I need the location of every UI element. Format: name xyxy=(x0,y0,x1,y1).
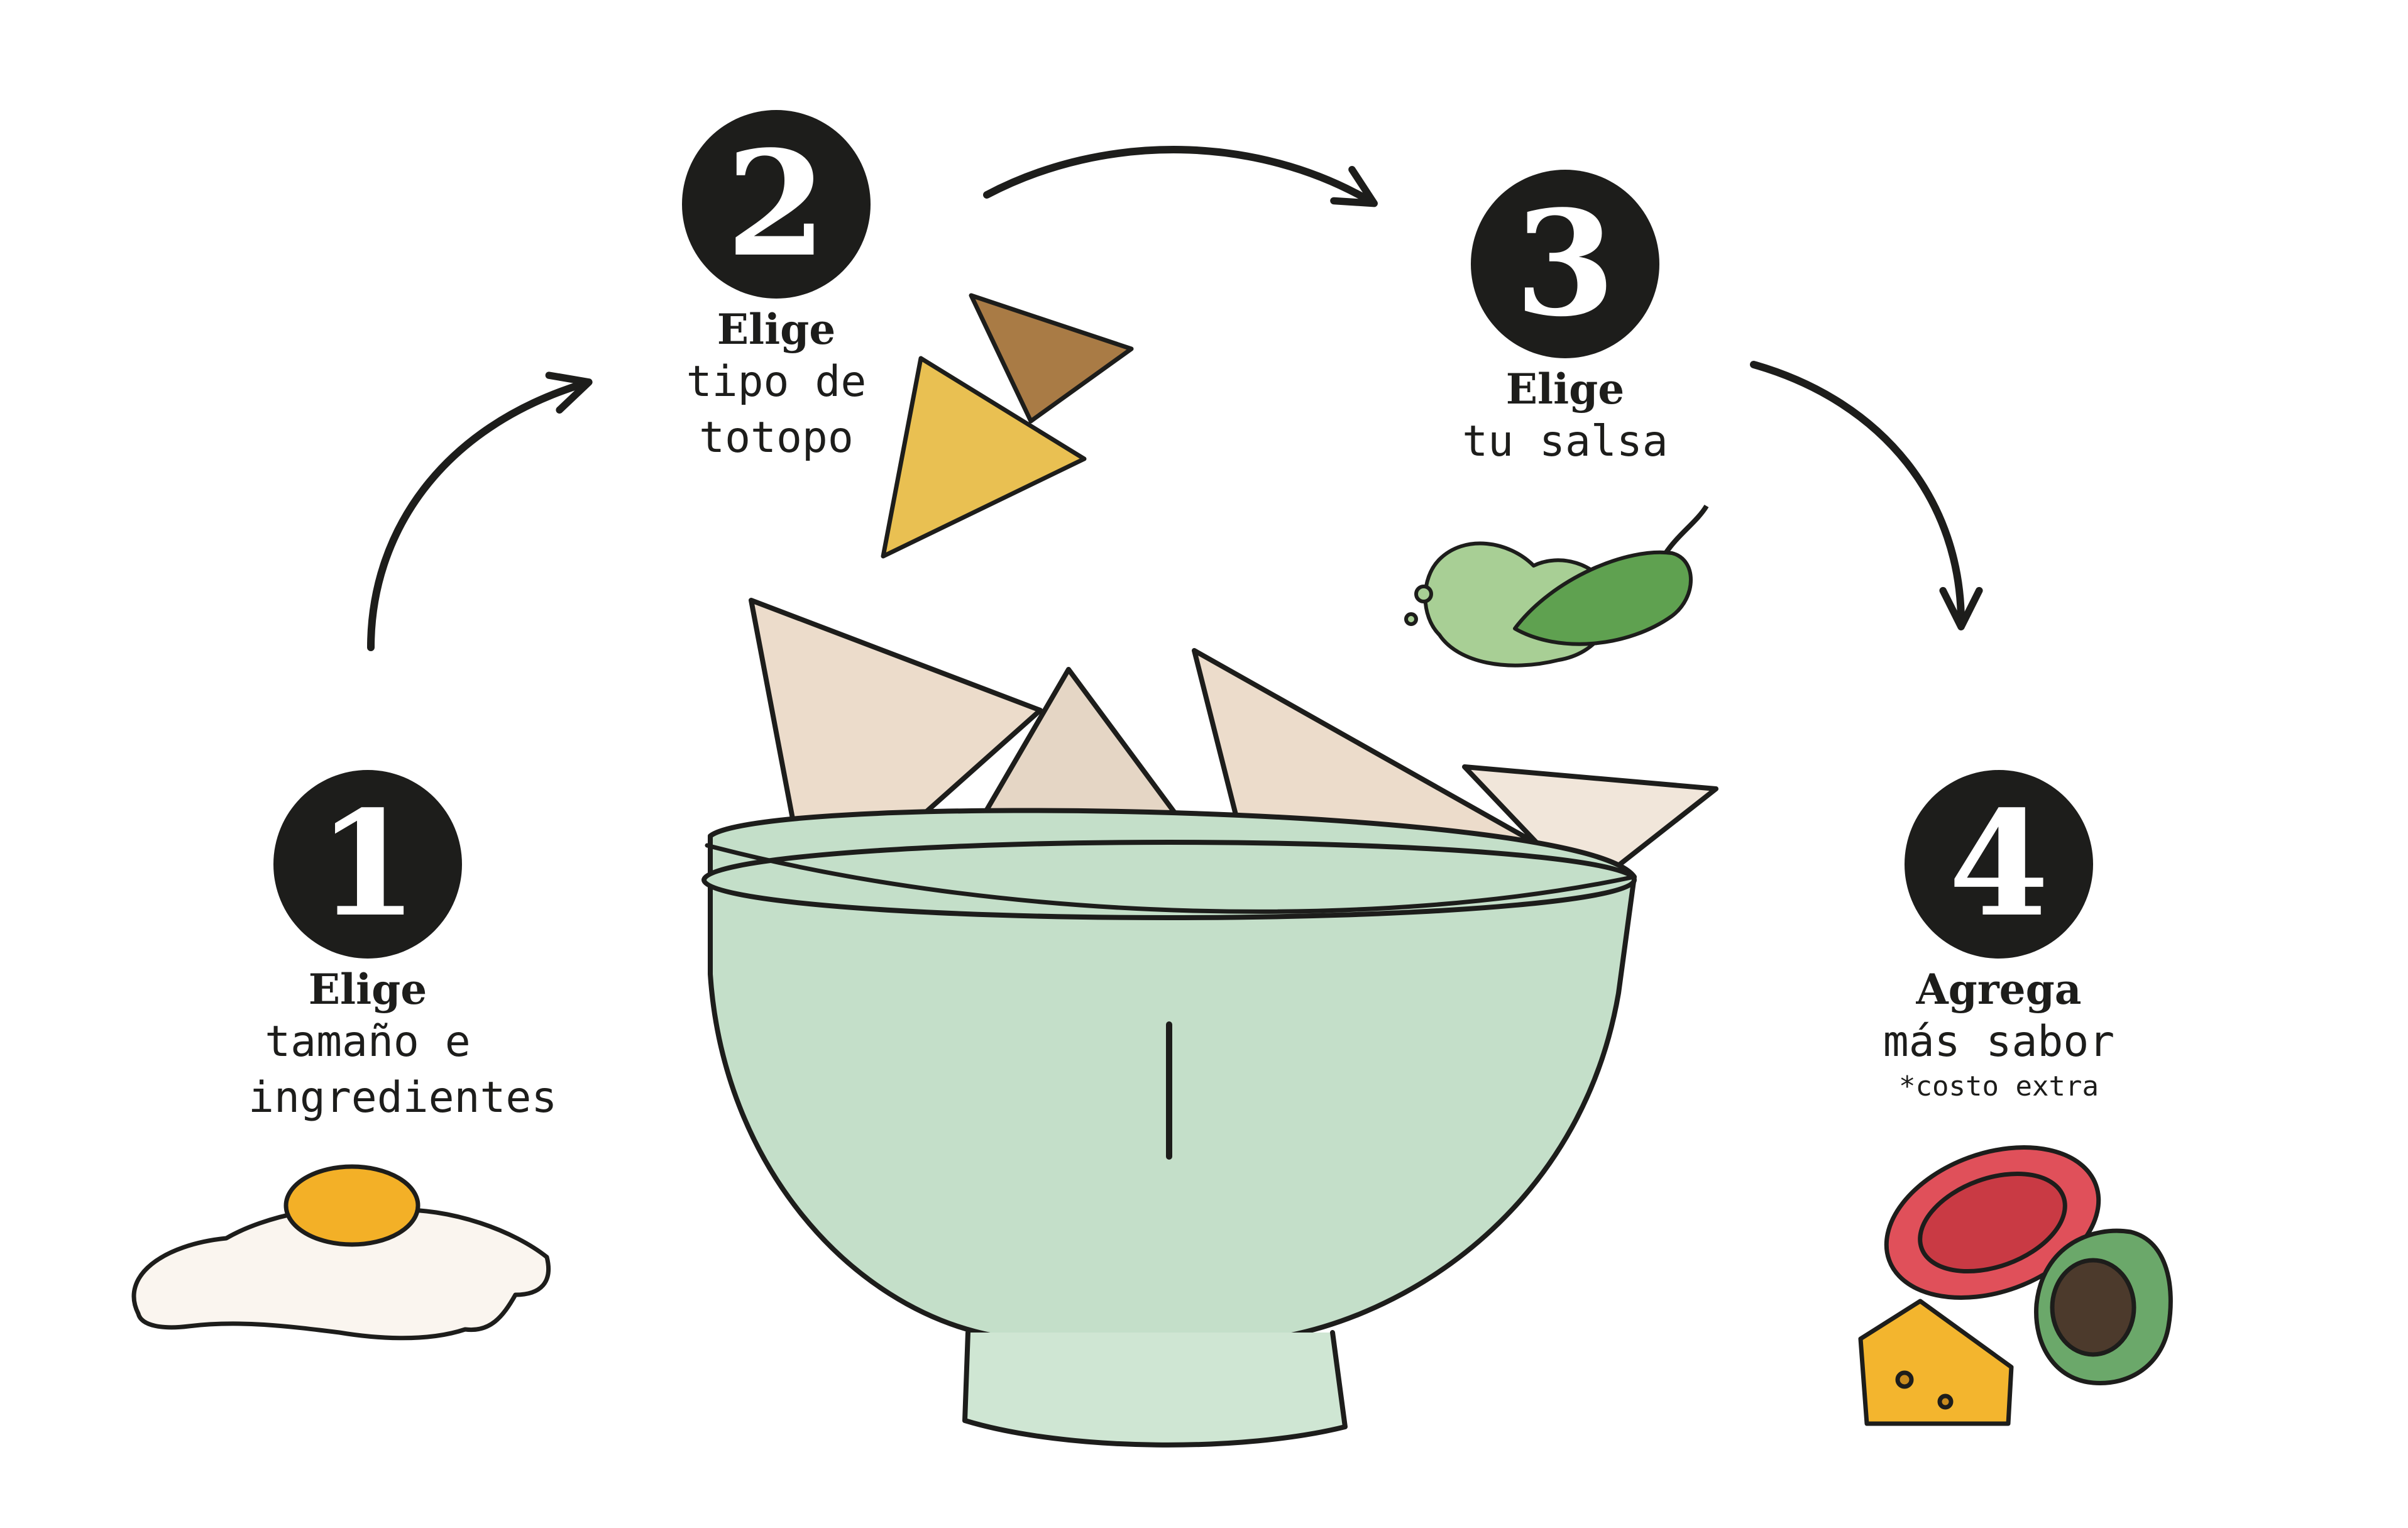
step-4-number-badge: 4 xyxy=(1905,770,2093,959)
step-4-title: Agrega xyxy=(1916,965,2082,1014)
step-3: 3 Elige tu salsa xyxy=(1446,170,1685,470)
step-2-line-2: totopo xyxy=(699,412,854,463)
bowl-foot xyxy=(962,1330,1348,1448)
green-salsa-chili-icon xyxy=(1404,504,1709,668)
step-1-title: Elige xyxy=(308,965,427,1014)
tortilla-chips-icon xyxy=(881,293,1134,559)
step-2: 2 Elige tipo de totopo xyxy=(651,110,902,466)
step-4-note: *costo extra xyxy=(1899,1070,2099,1102)
bowl-with-chips-icon xyxy=(701,598,1718,1448)
chip-far-right xyxy=(1462,764,1718,895)
step-3-line-1: tu salsa xyxy=(1462,417,1668,467)
fried-egg-icon xyxy=(131,1164,551,1341)
arrow-step1-to-step2 xyxy=(367,371,593,651)
step-2-title: Elige xyxy=(717,305,836,354)
step-1-line-2: ingredientes xyxy=(248,1072,558,1123)
arrow-step3-to-step4 xyxy=(1750,361,1983,630)
arrow-step2-to-step3 xyxy=(983,146,1378,207)
step-2-number-badge: 2 xyxy=(682,110,871,299)
step-4: 4 Agrega más sabor *costo extra xyxy=(1861,770,2137,1103)
bowl-rim-back xyxy=(705,843,1637,914)
step-4-line-1: más sabor xyxy=(1883,1017,2115,1067)
bowl-rim xyxy=(701,840,1637,920)
step-3-number-badge: 3 xyxy=(1471,170,1659,358)
step-1: 1 Elige tamaño e ingredientes xyxy=(248,770,558,1126)
step-1-line-1: tamaño e xyxy=(265,1017,471,1067)
tomato-avocado-cheese-icon xyxy=(1858,1145,2173,1426)
step-1-number-badge: 1 xyxy=(273,770,462,959)
step-2-line-1: tipo de xyxy=(686,357,867,407)
step-3-title: Elige xyxy=(1505,365,1625,414)
